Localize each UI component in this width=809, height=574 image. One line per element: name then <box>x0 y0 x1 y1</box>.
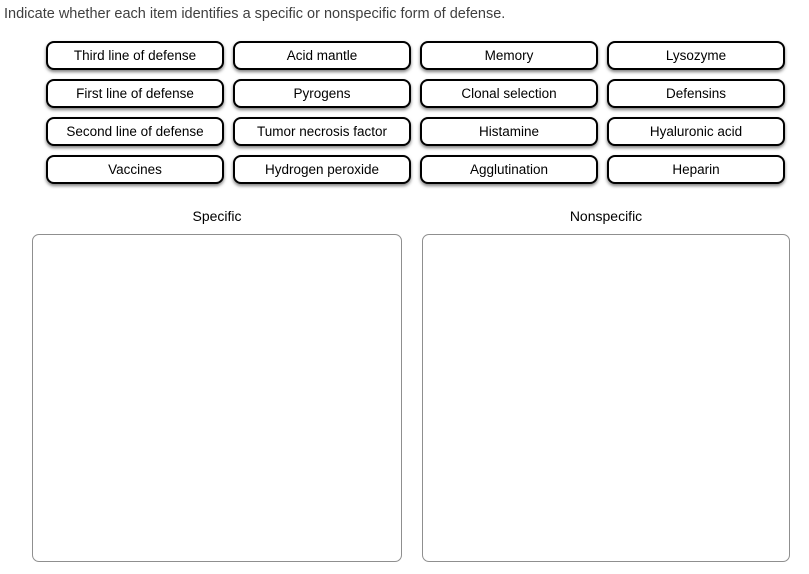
defense-item-chip[interactable]: Acid mantle <box>233 41 411 70</box>
nonspecific-drop-zone[interactable] <box>422 234 790 562</box>
defense-item-chip[interactable]: Agglutination <box>420 155 598 184</box>
defense-item-chip[interactable]: Third line of defense <box>46 41 224 70</box>
defense-item-chip[interactable]: Hydrogen peroxide <box>233 155 411 184</box>
defense-item-chip[interactable]: Hyaluronic acid <box>607 117 785 146</box>
specific-bin-label: Specific <box>192 208 242 224</box>
defense-item-chip[interactable]: Defensins <box>607 79 785 108</box>
defense-item-chip[interactable]: Vaccines <box>46 155 224 184</box>
instruction-text: Indicate whether each item identifies a … <box>4 6 506 22</box>
defense-item-chip[interactable]: Histamine <box>420 117 598 146</box>
nonspecific-bin-label: Nonspecific <box>569 208 643 224</box>
defense-item-chip[interactable]: Second line of defense <box>46 117 224 146</box>
specific-drop-zone[interactable] <box>32 234 402 562</box>
defense-item-chip[interactable]: Lysozyme <box>607 41 785 70</box>
defense-item-chip[interactable]: First line of defense <box>46 79 224 108</box>
defense-item-chip[interactable]: Tumor necrosis factor <box>233 117 411 146</box>
defense-item-chip[interactable]: Memory <box>420 41 598 70</box>
defense-item-chip[interactable]: Heparin <box>607 155 785 184</box>
item-chip-grid: Third line of defense Acid mantle Memory… <box>46 41 785 184</box>
defense-item-chip[interactable]: Clonal selection <box>420 79 598 108</box>
defense-item-chip[interactable]: Pyrogens <box>233 79 411 108</box>
